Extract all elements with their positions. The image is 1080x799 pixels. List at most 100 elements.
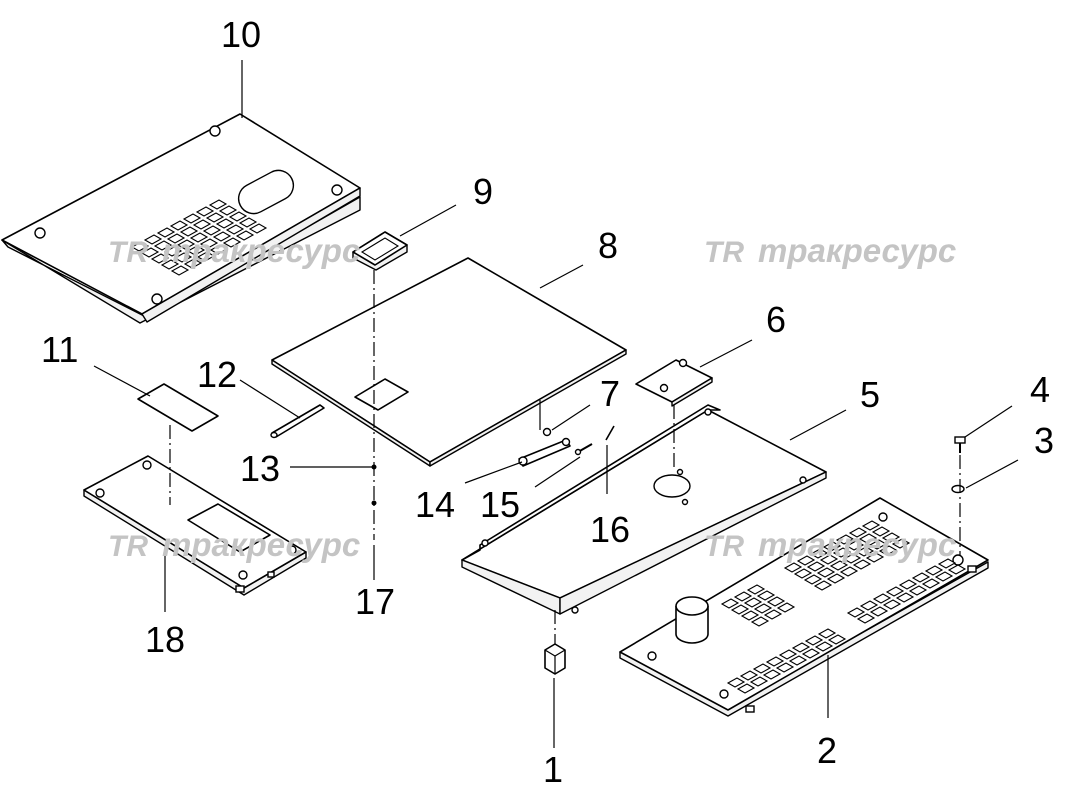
grille-slot bbox=[832, 547, 852, 558]
grille-slot bbox=[791, 642, 811, 653]
grille-slot bbox=[169, 220, 189, 231]
grille-slot bbox=[776, 602, 796, 613]
callout-15: 15 bbox=[480, 484, 520, 525]
grille-slot bbox=[192, 219, 212, 230]
grille-slot bbox=[842, 553, 862, 564]
grille-slot bbox=[891, 538, 911, 549]
grille-slot bbox=[160, 259, 180, 270]
leader-lines bbox=[93, 60, 1019, 748]
grille-slot bbox=[872, 593, 892, 604]
grille-slot bbox=[801, 648, 821, 659]
grille-slot bbox=[827, 634, 847, 645]
grille-slot bbox=[804, 635, 824, 646]
grille-slot bbox=[765, 656, 785, 667]
grille-slot bbox=[803, 574, 823, 585]
grille-slot bbox=[163, 246, 183, 257]
grille-slot bbox=[783, 562, 803, 573]
watermark-bottom-left: TR тракресурс bbox=[108, 526, 360, 563]
grille-slot bbox=[878, 545, 898, 556]
grille-slot bbox=[813, 580, 833, 591]
grille-slot bbox=[750, 616, 770, 627]
grille-slot bbox=[775, 662, 795, 673]
callout-10: 10 bbox=[221, 14, 261, 55]
grille-slot bbox=[179, 226, 199, 237]
grille-slot bbox=[819, 554, 839, 565]
grille-slot bbox=[222, 237, 242, 248]
grille-slot bbox=[746, 584, 766, 595]
grille-slot bbox=[788, 655, 808, 666]
grille-slot bbox=[766, 596, 786, 607]
svg-text:тракресурс: тракресурс bbox=[162, 526, 360, 563]
grille-slots bbox=[130, 199, 268, 276]
grille-slot bbox=[835, 534, 855, 545]
grille-slots-lower bbox=[720, 520, 967, 694]
callout-14: 14 bbox=[415, 484, 455, 525]
callout-8: 8 bbox=[598, 225, 618, 266]
grille-slot bbox=[752, 663, 772, 674]
part-11-label-plate bbox=[137, 383, 219, 432]
grille-slot bbox=[763, 609, 783, 620]
grille-slot bbox=[209, 244, 229, 255]
part-1-block bbox=[544, 643, 566, 675]
svg-text:TR: TR bbox=[108, 236, 148, 269]
callout-2: 2 bbox=[817, 730, 837, 771]
grille-slot bbox=[822, 541, 842, 552]
svg-text:тракресурс: тракресурс bbox=[758, 526, 956, 563]
grille-slot bbox=[871, 526, 891, 537]
grille-slot bbox=[170, 265, 190, 276]
grille-slot bbox=[753, 603, 773, 614]
grille-slot bbox=[140, 247, 160, 258]
grille-slot bbox=[814, 641, 834, 652]
part-2-lower-panel bbox=[619, 497, 989, 717]
grille-slot bbox=[730, 604, 750, 615]
callout-17: 17 bbox=[355, 581, 395, 622]
grille-slot bbox=[749, 676, 769, 687]
grille-slot bbox=[189, 232, 209, 243]
grille-slot bbox=[205, 212, 225, 223]
grille-slot bbox=[228, 211, 248, 222]
part-18-bottom-panel bbox=[83, 455, 307, 596]
grille-slot bbox=[183, 258, 203, 269]
grille-slot bbox=[868, 539, 888, 550]
grille-slot bbox=[173, 252, 193, 263]
grille-slot bbox=[911, 572, 931, 583]
grille-slot bbox=[778, 649, 798, 660]
grille-slot bbox=[816, 567, 836, 578]
grille-slot bbox=[881, 532, 901, 543]
assembly-axes bbox=[169, 270, 961, 645]
part-15-pin bbox=[574, 443, 593, 456]
grille-slot bbox=[852, 559, 872, 570]
grille-slot bbox=[947, 564, 967, 575]
grille-slot bbox=[733, 591, 753, 602]
callout-16: 16 bbox=[590, 509, 630, 550]
grille-slot bbox=[848, 527, 868, 538]
grille-slot bbox=[924, 565, 944, 576]
grille-slot bbox=[225, 224, 245, 235]
grille-slot bbox=[845, 540, 865, 551]
grille-slot bbox=[182, 213, 202, 224]
grille-slot bbox=[156, 227, 176, 238]
grille-slot bbox=[743, 597, 763, 608]
callout-12: 12 bbox=[197, 354, 237, 395]
grille-slot bbox=[739, 670, 759, 681]
grille-slot bbox=[793, 568, 813, 579]
part-9-switch-box bbox=[352, 231, 408, 271]
grille-slot bbox=[166, 233, 186, 244]
grille-slot bbox=[817, 628, 837, 639]
part-5-box-cover bbox=[461, 404, 827, 615]
grille-slot bbox=[865, 552, 885, 563]
grille-slot bbox=[195, 206, 215, 217]
grille-slot bbox=[934, 571, 954, 582]
grille-slot bbox=[202, 225, 222, 236]
callout-1: 1 bbox=[543, 749, 563, 790]
grille-slot bbox=[238, 217, 258, 228]
grille-slot bbox=[809, 548, 829, 559]
callout-9: 9 bbox=[473, 171, 493, 212]
grille-slot bbox=[150, 253, 170, 264]
knob bbox=[675, 596, 709, 644]
part-14-lever bbox=[518, 437, 571, 467]
callout-5: 5 bbox=[860, 374, 880, 415]
grille-slot bbox=[861, 520, 881, 531]
grille-slot bbox=[756, 590, 776, 601]
grille-slot bbox=[762, 669, 782, 680]
